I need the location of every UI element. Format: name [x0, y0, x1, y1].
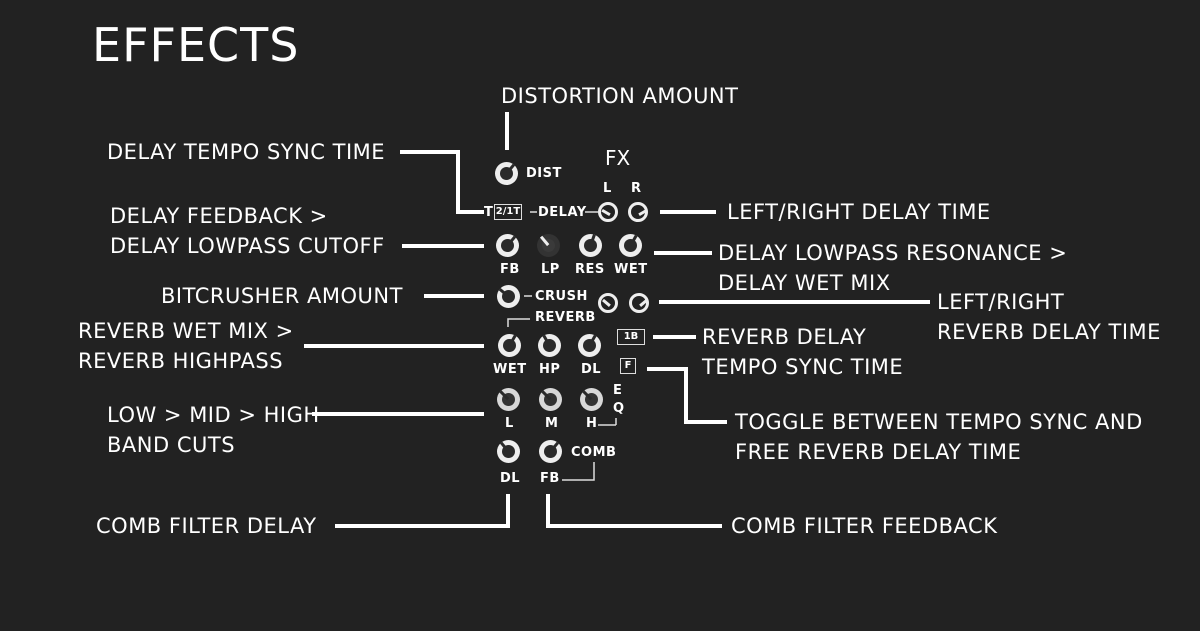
label-comb-filter-delay: COMB FILTER DELAY — [96, 514, 317, 538]
line-delay-sync — [400, 150, 484, 214]
reverb-wet-label: WET — [493, 362, 527, 377]
line-comb-feedback — [546, 494, 722, 528]
delay-l-label: L — [603, 181, 612, 196]
line-comb-delay — [335, 494, 510, 528]
delay-wet-knob[interactable] — [619, 234, 642, 257]
label-bitcrusher-amount: BITCRUSHER AMOUNT — [161, 284, 403, 308]
comb-fb-label: FB — [540, 471, 560, 486]
delay-lowpass-knob[interactable] — [537, 234, 560, 257]
delay-time-left-knob[interactable] — [598, 202, 618, 222]
label-comb-filter-feedback: COMB FILTER FEEDBACK — [731, 514, 998, 538]
reverb-delay-left-knob[interactable] — [598, 293, 618, 313]
band-low-knob[interactable] — [497, 388, 520, 411]
delay-tempo-sync-selector[interactable]: 2/1T — [494, 204, 522, 220]
delay-r-label: R — [631, 181, 642, 196]
delay-label: DELAY — [538, 205, 587, 220]
dist-knob[interactable] — [495, 162, 518, 185]
label-delay-lowpass-resonance: DELAY LOWPASS RESONANCE > — [718, 241, 1068, 265]
reverb-dl-label: DL — [581, 362, 602, 377]
wet-label: WET — [614, 262, 648, 277]
label-left-right: LEFT/RIGHT — [937, 290, 1065, 314]
label-reverb-delay-time: REVERB DELAY TIME — [937, 320, 1161, 344]
label-free-reverb-delay-time: FREE REVERB DELAY TIME — [735, 440, 1022, 464]
fb-label: FB — [500, 262, 520, 277]
label-left-right-delay-time: LEFT/RIGHT DELAY TIME — [727, 200, 991, 224]
fx-heading: FX — [605, 146, 631, 170]
comb-delay-knob[interactable] — [497, 440, 520, 463]
comb-label: COMB — [571, 445, 617, 460]
reverb-wet-knob[interactable] — [498, 334, 521, 357]
delay-time-right-knob[interactable] — [628, 202, 648, 222]
line-toggle — [647, 367, 727, 424]
reverb-highpass-knob[interactable] — [538, 334, 561, 357]
reverb-delay-knob[interactable] — [578, 334, 601, 357]
eq-q-label: Q — [613, 401, 625, 416]
label-low-mid-high: LOW > MID > HIGH — [107, 403, 320, 427]
band-m-label: M — [545, 416, 559, 431]
delay-feedback-knob[interactable] — [496, 234, 519, 257]
reverb-label: REVERB — [535, 310, 596, 325]
hp-label: HP — [539, 362, 561, 377]
label-delay-lowpass-cutoff: DELAY LOWPASS CUTOFF — [110, 234, 385, 258]
label-reverb-wet-mix: REVERB WET MIX > — [78, 319, 294, 343]
band-l-label: L — [505, 416, 514, 431]
line-comb-bracket — [562, 462, 595, 481]
band-high-knob[interactable] — [580, 388, 603, 411]
label-band-cuts: BAND CUTS — [107, 433, 236, 457]
crush-label: CRUSH — [535, 289, 588, 304]
label-toggle-tempo-sync: TOGGLE BETWEEN TEMPO SYNC AND — [735, 410, 1143, 434]
label-reverb-highpass: REVERB HIGHPASS — [78, 349, 284, 373]
label-reverb-delay: REVERB DELAY — [702, 325, 867, 349]
band-h-label: H — [586, 416, 598, 431]
band-mid-knob[interactable] — [539, 388, 562, 411]
label-delay-wet-mix: DELAY WET MIX — [718, 271, 891, 295]
crush-knob[interactable] — [497, 285, 520, 308]
free-tempo-toggle[interactable]: F — [620, 358, 636, 374]
page-title: EFFECTS — [92, 18, 300, 72]
label-tempo-sync-time: TEMPO SYNC TIME — [702, 355, 904, 379]
label-distortion-amount: DISTORTION AMOUNT — [501, 84, 739, 108]
comb-feedback-knob[interactable] — [539, 440, 562, 463]
label-delay-tempo-sync-time: DELAY TEMPO SYNC TIME — [107, 140, 386, 164]
line-reverb-bracket — [507, 318, 530, 327]
label-delay-feedback: DELAY FEEDBACK > — [110, 204, 328, 228]
delay-resonance-knob[interactable] — [579, 234, 602, 257]
reverb-delay-right-knob[interactable] — [629, 293, 649, 313]
comb-dl-label: DL — [500, 471, 521, 486]
res-label: RES — [575, 262, 605, 277]
lp-label: LP — [541, 262, 560, 277]
eq-e-label: E — [613, 383, 623, 398]
reverb-tempo-sync-selector[interactable]: 1B — [617, 329, 645, 345]
dist-label: DIST — [526, 166, 562, 181]
delay-sync-t-label: T — [484, 205, 494, 220]
